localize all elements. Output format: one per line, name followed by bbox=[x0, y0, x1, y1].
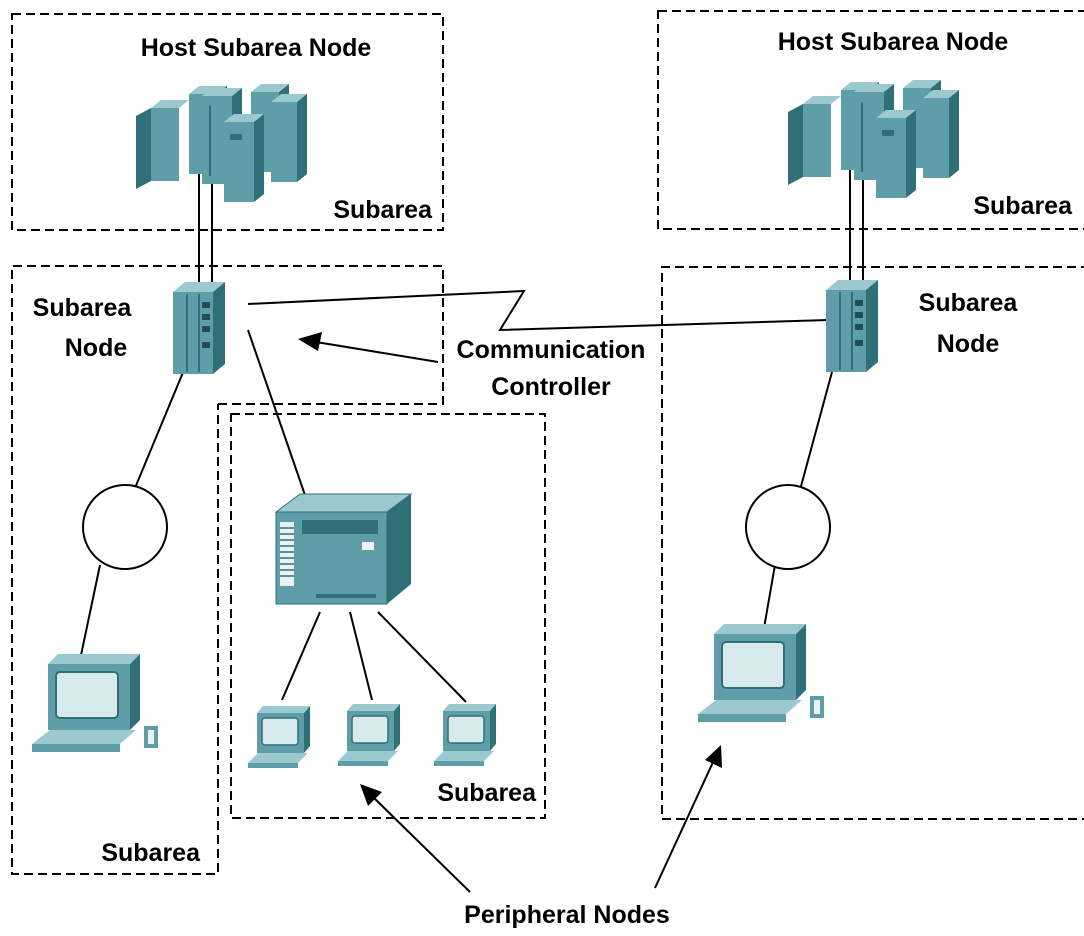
communication-controller-label-line1: Communication bbox=[457, 336, 646, 364]
right-host-mainframe-icon bbox=[787, 79, 960, 199]
right-subarea-node-label-line1: Subarea bbox=[919, 289, 1019, 317]
token-ring-left bbox=[82, 484, 168, 570]
right-communication-controller-icon bbox=[825, 279, 879, 373]
peripheral-nodes-label: Peripheral Nodes bbox=[464, 901, 670, 929]
left-host-subarea-boundary bbox=[11, 13, 444, 231]
link-controller-to-ring-right bbox=[799, 371, 833, 491]
right-host-subarea-boundary bbox=[657, 10, 1084, 230]
arrow-to-peripheral-terminals bbox=[360, 784, 471, 893]
link-cluster-to-terminal-1 bbox=[281, 611, 321, 701]
cluster-controller-icon bbox=[275, 493, 412, 605]
arrow-to-right-terminal bbox=[654, 745, 722, 889]
right-terminal-icon bbox=[697, 623, 825, 723]
link-cluster-to-terminal-2 bbox=[349, 611, 373, 701]
peripheral-terminal-2-icon bbox=[337, 703, 401, 767]
link-ring-to-terminal-left bbox=[79, 564, 101, 661]
left-host-mainframe-icon bbox=[135, 83, 308, 203]
left-terminal-icon bbox=[31, 653, 159, 753]
right-subarea-boundary bbox=[661, 266, 1084, 820]
left-channel-link bbox=[198, 170, 213, 285]
peripheral-terminal-3-icon bbox=[433, 703, 497, 767]
link-cluster-to-terminal-3 bbox=[377, 611, 467, 703]
left-communication-controller-icon bbox=[172, 281, 226, 375]
peripheral-terminal-1-icon bbox=[247, 705, 311, 769]
left-host-area-label: Subarea bbox=[333, 196, 433, 224]
right-channel-link bbox=[849, 165, 864, 282]
middle-subarea-boundary bbox=[230, 413, 546, 819]
left-subarea-node-label-line1: Subarea bbox=[33, 294, 133, 322]
right-host-area-label: Subarea bbox=[973, 192, 1073, 220]
arrow-to-controller bbox=[298, 332, 439, 363]
wan-link bbox=[247, 289, 829, 332]
left-subarea-boundary bbox=[11, 265, 444, 875]
link-controller-to-ring-left bbox=[134, 369, 185, 489]
right-host-title: Host Subarea Node bbox=[778, 28, 1009, 56]
left-subarea-node-label-line2: Node bbox=[65, 334, 128, 362]
communication-controller-label-line2: Controller bbox=[491, 373, 611, 401]
right-subarea-node-label-line2: Node bbox=[937, 330, 1000, 358]
link-controller-to-cluster bbox=[247, 329, 307, 499]
left-subarea-label: Subarea bbox=[101, 839, 201, 867]
left-host-title: Host Subarea Node bbox=[141, 34, 372, 62]
link-ring-to-terminal-right bbox=[763, 564, 776, 629]
middle-subarea-label: Subarea bbox=[437, 779, 537, 807]
token-ring-right bbox=[745, 484, 831, 570]
